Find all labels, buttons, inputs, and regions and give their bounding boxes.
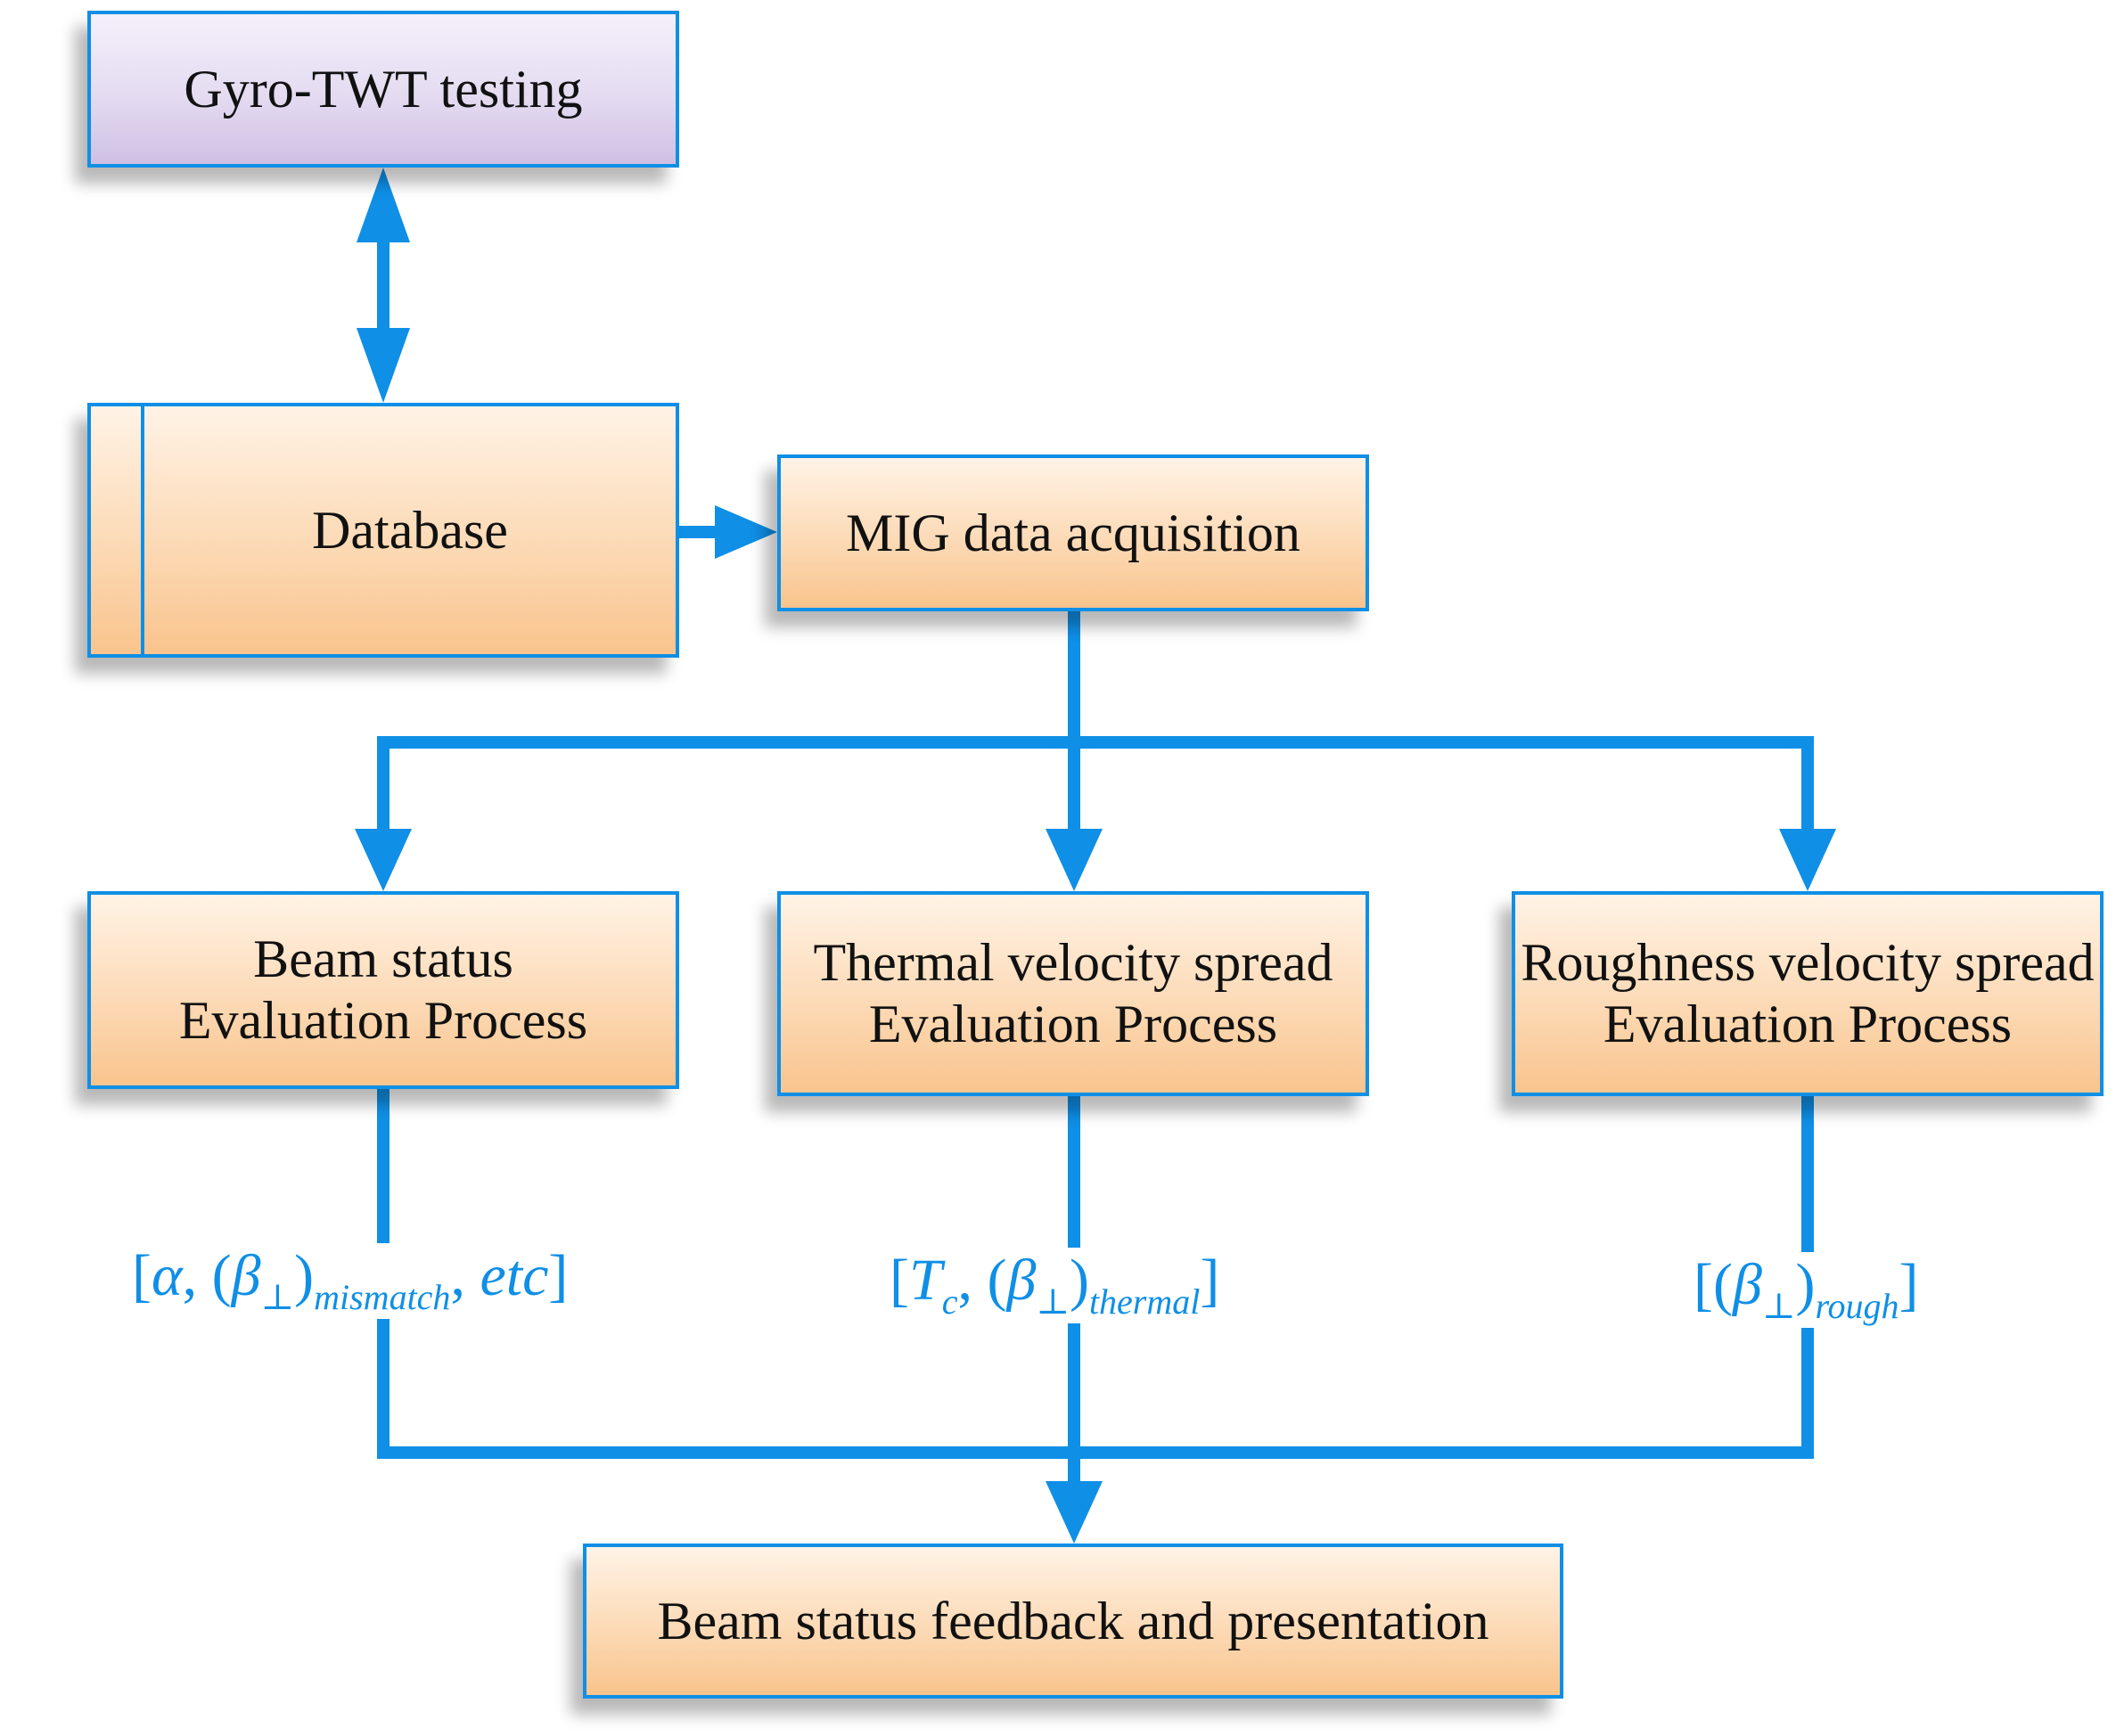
arrowhead-down-thermal <box>1046 829 1103 891</box>
beam-status-label-line1: Beam status <box>253 929 513 988</box>
edge-branch-bus <box>377 736 1814 829</box>
arrowhead-right-mig <box>715 505 777 559</box>
mig-data-acquisition-box: MIG data acquisition <box>777 454 1369 611</box>
feedback-presentation-box: Beam status feedback and presentation <box>583 1544 1563 1699</box>
feedback-presentation-label: Beam status feedback and presentation <box>657 1591 1489 1650</box>
beam-output-formula: [α, (β⊥)mismatch, etc] <box>125 1243 576 1319</box>
thermal-output-formula: [Tc, (β⊥)thermal] <box>882 1248 1227 1323</box>
roughness-label-line1: Roughness velocity spread <box>1521 933 2095 992</box>
arrowhead-down-beam <box>355 829 412 891</box>
arrowhead-down-roughness <box>1779 829 1836 891</box>
mig-data-acquisition-label: MIG data acquisition <box>846 503 1300 562</box>
arrowhead-up-gyro <box>357 168 410 242</box>
roughness-output-formula: [(β⊥)rough] <box>1686 1252 1926 1328</box>
beam-status-label-line2: Evaluation Process <box>178 991 588 1050</box>
gyro-twt-testing-label: Gyro-TWT testing <box>184 59 583 119</box>
database-label: Database <box>312 500 508 560</box>
thermal-label-line2: Evaluation Process <box>868 995 1278 1053</box>
arrowhead-down-database <box>357 328 410 403</box>
arrowhead-down-feedback <box>1046 1481 1103 1544</box>
thermal-velocity-spread-box: Thermal velocity spread Evaluation Proce… <box>777 891 1369 1096</box>
roughness-velocity-spread-box: Roughness velocity spread Evaluation Pro… <box>1512 891 2104 1096</box>
beam-status-evaluation-box: Beam status Evaluation Process <box>87 891 679 1089</box>
database-box: Database <box>87 403 679 658</box>
database-side-bar <box>141 406 144 654</box>
thermal-label-line1: Thermal velocity spread <box>813 933 1333 992</box>
gyro-twt-testing-box: Gyro-TWT testing <box>87 11 679 168</box>
roughness-label-line2: Evaluation Process <box>1603 995 2013 1053</box>
